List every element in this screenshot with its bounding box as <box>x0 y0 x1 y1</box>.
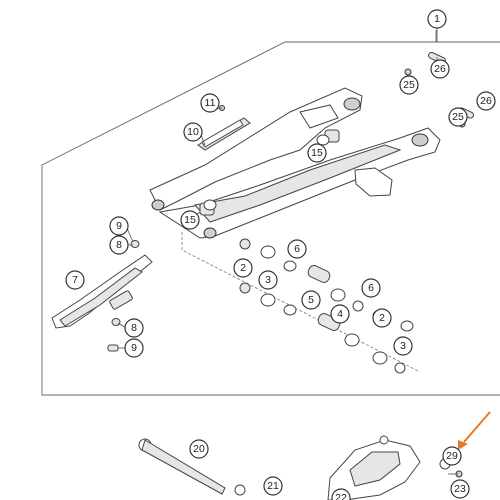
callout-6-upper[interactable]: 6 <box>287 239 307 259</box>
svg-text:2: 2 <box>379 312 385 324</box>
callout-21[interactable]: 21 <box>263 476 283 496</box>
svg-text:1: 1 <box>434 13 440 25</box>
callout-2-lower[interactable]: 2 <box>372 308 392 328</box>
callout-5[interactable]: 5 <box>301 290 321 310</box>
svg-text:4: 4 <box>337 308 343 320</box>
callout-20[interactable]: 20 <box>189 439 209 459</box>
svg-text:2: 2 <box>240 262 246 274</box>
callout-1[interactable]: 1 <box>427 9 447 29</box>
svg-text:8: 8 <box>131 322 137 334</box>
callout-3-upper[interactable]: 3 <box>258 270 278 290</box>
svg-text:26: 26 <box>480 95 492 107</box>
callout-25-right[interactable]: 25 <box>448 107 468 127</box>
svg-text:25: 25 <box>452 111 464 123</box>
bottom-assembly <box>138 435 463 500</box>
svg-text:15: 15 <box>184 214 196 226</box>
callout-4[interactable]: 4 <box>330 304 350 324</box>
callout-6-lower[interactable]: 6 <box>361 278 381 298</box>
callout-26-right[interactable]: 26 <box>476 91 496 111</box>
svg-text:6: 6 <box>294 243 300 255</box>
highlight-arrow <box>458 411 491 450</box>
callout-25-top[interactable]: 25 <box>399 75 419 95</box>
svg-text:26: 26 <box>434 63 446 75</box>
svg-text:10: 10 <box>187 126 199 138</box>
callout-15-lower[interactable]: 15 <box>180 210 200 230</box>
callout-29-highlighted[interactable]: 29 <box>442 446 462 466</box>
svg-text:9: 9 <box>131 342 137 354</box>
svg-text:5: 5 <box>308 294 314 306</box>
chain-slider <box>51 254 153 329</box>
callout-15-upper[interactable]: 15 <box>307 143 327 163</box>
callout-11[interactable]: 11 <box>200 93 220 113</box>
svg-text:21: 21 <box>267 480 279 492</box>
svg-text:7: 7 <box>72 274 78 286</box>
svg-text:3: 3 <box>265 274 271 286</box>
callout-8-upper[interactable]: 8 <box>109 235 129 255</box>
svg-text:25: 25 <box>403 79 415 91</box>
callout-10[interactable]: 10 <box>183 122 203 142</box>
callout-3-lower[interactable]: 3 <box>393 336 413 356</box>
callout-22[interactable]: 22 <box>331 488 351 500</box>
callout-9-upper[interactable]: 9 <box>109 216 129 236</box>
chain-guide-bar <box>197 105 251 151</box>
svg-text:15: 15 <box>311 147 323 159</box>
svg-text:29: 29 <box>446 450 458 462</box>
svg-text:23: 23 <box>454 483 466 495</box>
swingarm <box>149 87 441 239</box>
assembly-frame <box>41 30 500 396</box>
callout-8-lower[interactable]: 8 <box>124 318 144 338</box>
callout-26-top[interactable]: 26 <box>430 59 450 79</box>
svg-text:9: 9 <box>116 220 122 232</box>
callout-2-upper[interactable]: 2 <box>233 258 253 278</box>
callout-9-lower[interactable]: 9 <box>124 338 144 358</box>
svg-text:22: 22 <box>335 492 347 500</box>
callout-7[interactable]: 7 <box>65 270 85 290</box>
svg-text:20: 20 <box>193 443 205 455</box>
svg-text:8: 8 <box>116 239 122 251</box>
svg-text:6: 6 <box>368 282 374 294</box>
callouts[interactable]: 1 26 25 26 25 11 10 15 <box>65 9 496 500</box>
svg-text:11: 11 <box>205 97 216 109</box>
svg-text:3: 3 <box>400 340 406 352</box>
callout-23[interactable]: 23 <box>450 479 470 499</box>
